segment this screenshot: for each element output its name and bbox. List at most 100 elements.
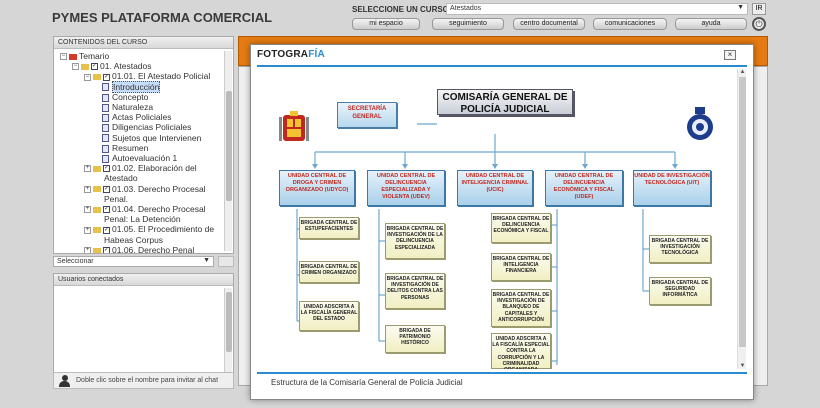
document-icon bbox=[102, 154, 109, 163]
diagram-unit-ucic: UNIDAD CENTRAL DE INTELIGENCIA CRIMINAL … bbox=[457, 170, 533, 206]
course-select[interactable]: Atestados ▼ bbox=[446, 3, 748, 15]
tree-item[interactable]: + ✓01.06. Derecho Penal bbox=[54, 245, 233, 253]
expand-toggle-icon[interactable]: + bbox=[84, 185, 91, 193]
connected-users-title: Usuarios conectados bbox=[54, 274, 233, 286]
app-title: PYMES PLATAFORMA COMERCIAL bbox=[52, 10, 273, 25]
folder-icon bbox=[93, 206, 101, 213]
tree-item-label: 01.03. Derecho Procesal bbox=[112, 183, 206, 194]
tree-item-label: Concepto bbox=[112, 91, 149, 102]
course-select-label: SELECCIONE UN CURSO: bbox=[352, 5, 452, 14]
tree-item[interactable]: Autoevaluación 1 bbox=[54, 153, 233, 163]
nav-ayuda[interactable]: ayuda bbox=[675, 18, 747, 30]
connected-users-panel: Usuarios conectados bbox=[53, 273, 234, 389]
diagram-brigade-box: BRIGADA CENTRAL DE CRIMEN ORGANIZADO bbox=[299, 261, 359, 283]
chat-hint-text: Doble clic sobre el nombre para invitar … bbox=[76, 377, 219, 384]
diagram-unit-udef: UNIDAD CENTRAL DE DELINCUENCIA ECONÓMICA… bbox=[545, 170, 623, 206]
modal-scrollbar-thumb[interactable] bbox=[739, 77, 746, 347]
tree-item[interactable]: Habeas Corpus bbox=[54, 235, 233, 245]
users-scrollbar[interactable] bbox=[224, 288, 232, 388]
tree-item-label: Introducción bbox=[112, 80, 161, 93]
tree-item-label: Penal. bbox=[104, 193, 129, 204]
checkbox-icon[interactable]: ✓ bbox=[103, 226, 110, 234]
tree-item[interactable]: Introducción bbox=[54, 80, 233, 93]
document-icon bbox=[102, 124, 109, 133]
diagram-brigade-box: BRIGADA CENTRAL DE SEGURIDAD INFORMÁTICA bbox=[649, 277, 711, 305]
scroll-down-icon[interactable]: ▼ bbox=[739, 363, 746, 369]
checkbox-icon[interactable]: ✓ bbox=[91, 63, 98, 71]
tree-item[interactable]: Sujetos que Intervienen bbox=[54, 133, 233, 143]
nav-mi-espacio[interactable]: mi espacio bbox=[352, 18, 420, 30]
folder-icon bbox=[81, 63, 89, 70]
logo-accent-text: FÍA bbox=[308, 49, 325, 60]
tree-item-label: 01.02. Elaboración del bbox=[112, 163, 197, 174]
folder-icon bbox=[93, 165, 101, 172]
tree-item-label: Diligencias Policiales bbox=[112, 122, 192, 133]
expand-toggle-icon[interactable]: + bbox=[84, 165, 91, 173]
nav-comunicaciones[interactable]: comunicaciones bbox=[593, 18, 667, 30]
tree-item[interactable]: + ✓01.03. Derecho Procesal bbox=[54, 184, 233, 194]
expand-toggle-icon[interactable]: + bbox=[84, 206, 91, 214]
tree-item[interactable]: − Temario bbox=[54, 51, 233, 61]
chevron-down-icon: ▼ bbox=[737, 4, 744, 11]
diagram-secretaria-box: SECRETARÍA GENERAL bbox=[337, 102, 397, 128]
expand-toggle-icon[interactable]: − bbox=[60, 53, 67, 61]
modal-scrollbar[interactable]: ▲ ▼ bbox=[737, 69, 746, 369]
expand-toggle-icon[interactable]: − bbox=[84, 73, 91, 81]
document-icon bbox=[102, 93, 109, 102]
tree-item-label: 01.06. Derecho Penal bbox=[112, 244, 195, 253]
user-filter-value: Seleccionar bbox=[57, 258, 94, 265]
tree-item-label: 01.05. El Procedimiento de bbox=[112, 224, 215, 235]
diagram-unit-uit: UNIDAD DE INVESTIGACIÓN TECNOLÓGICA (UIT… bbox=[633, 170, 711, 206]
tree-item-label: Resumen bbox=[112, 142, 149, 153]
org-chart-image: COMISARÍA GENERAL DE POLICÍA JUDICIAL SE… bbox=[257, 69, 737, 369]
tree-item[interactable]: + ✓01.02. Elaboración del bbox=[54, 163, 233, 173]
tree-item-label: Atestado bbox=[104, 173, 138, 184]
nav-seguimiento[interactable]: seguimiento bbox=[432, 18, 504, 30]
tree-item[interactable]: Actas Policiales bbox=[54, 112, 233, 122]
expand-toggle-icon[interactable]: + bbox=[84, 226, 91, 234]
tree-item-label: 01.04. Derecho Procesal bbox=[112, 204, 206, 215]
tree-item-label: Sujetos que Intervienen bbox=[112, 132, 202, 143]
checkbox-icon[interactable]: ✓ bbox=[103, 185, 110, 193]
tree-item[interactable]: Resumen bbox=[54, 143, 233, 153]
tree-item[interactable]: + ✓01.04. Derecho Procesal bbox=[54, 204, 233, 214]
checkbox-icon[interactable]: ✓ bbox=[103, 206, 110, 214]
diagram-brigade-box: BRIGADA CENTRAL DE INVESTIGACIÓN TECNOLÓ… bbox=[649, 235, 711, 263]
expand-toggle-icon[interactable]: − bbox=[72, 63, 79, 71]
users-scrollbar-thumb[interactable] bbox=[226, 292, 232, 352]
connector-lines bbox=[296, 123, 678, 365]
course-contents-panel: CONTENIDOS DEL CURSO −Temario−✓01. Atest… bbox=[53, 36, 234, 254]
tree-item-label: 01. Atestados bbox=[100, 61, 152, 72]
checkbox-icon[interactable]: ✓ bbox=[103, 165, 110, 173]
tree-item[interactable]: Penal. bbox=[54, 194, 233, 204]
tree-item[interactable]: Atestado bbox=[54, 173, 233, 183]
tree-item[interactable]: Diligencias Policiales bbox=[54, 122, 233, 132]
tree-scrollbar-thumb[interactable] bbox=[226, 91, 232, 201]
nav-centro-documental[interactable]: centro documental bbox=[513, 18, 585, 30]
tree-item-label: Autoevaluación 1 bbox=[112, 153, 178, 164]
logo-main-text: FOTOGRA bbox=[257, 49, 309, 60]
scroll-up-icon[interactable]: ▲ bbox=[739, 69, 746, 75]
checkbox-icon[interactable]: ✓ bbox=[103, 73, 110, 81]
tree-scrollbar[interactable] bbox=[224, 51, 232, 251]
tree-item-label: Temario bbox=[79, 51, 110, 61]
folder-icon bbox=[93, 186, 101, 193]
tree-item[interactable]: Naturaleza bbox=[54, 102, 233, 112]
tree-item-label: Naturaleza bbox=[112, 102, 154, 113]
tree-item[interactable]: + ✓01.05. El Procedimiento de bbox=[54, 224, 233, 234]
chat-hint-bar: Doble clic sobre el nombre para invitar … bbox=[53, 372, 234, 389]
checkbox-icon[interactable]: ✓ bbox=[103, 247, 110, 253]
expand-toggle-icon[interactable]: + bbox=[84, 247, 91, 253]
tree-item[interactable]: Penal: La Detención bbox=[54, 214, 233, 224]
user-filter-select[interactable]: Seleccionar ▼ bbox=[53, 256, 214, 267]
diagram-brigade-box: BRIGADA CENTRAL DE INTELIGENCIA FINANCIE… bbox=[491, 253, 551, 281]
tree-item[interactable]: Concepto bbox=[54, 92, 233, 102]
user-filter-button[interactable] bbox=[218, 256, 234, 267]
tree-item[interactable]: −✓01.01. El Atestado Policial bbox=[54, 71, 233, 81]
diagram-brigade-box: BRIGADA DE PATRIMONIO HISTÓRICO bbox=[385, 325, 445, 353]
document-icon bbox=[102, 113, 109, 122]
tree-item[interactable]: − ✓01. Atestados bbox=[54, 61, 233, 71]
close-icon[interactable]: × bbox=[724, 50, 736, 60]
power-icon[interactable]: ⏻ bbox=[752, 17, 766, 31]
go-button[interactable]: IR bbox=[752, 3, 766, 15]
